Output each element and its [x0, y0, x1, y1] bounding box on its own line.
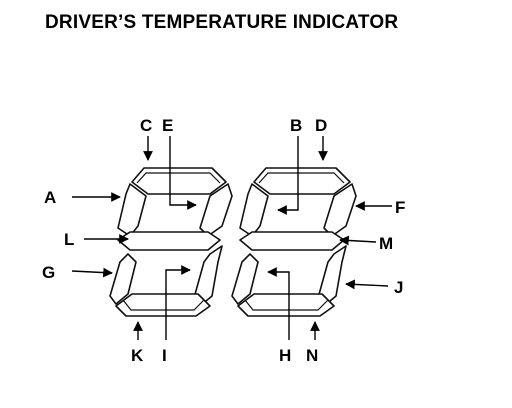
label-l: L: [64, 230, 74, 249]
callout-labels: A L G C E K I B D F M J H N: [42, 116, 405, 365]
right-digit-lower-left-segment: [231, 253, 259, 305]
label-a: A: [44, 188, 56, 207]
left-digit-middle-segment: [117, 231, 221, 251]
label-g: G: [42, 263, 55, 282]
label-b: B: [290, 116, 302, 135]
left-digit-lower-left-segment: [109, 253, 137, 305]
leader-lines: [71, 136, 392, 340]
left-digit-top-segment: [131, 167, 227, 195]
leader-h: [267, 267, 290, 340]
leader-g: [71, 267, 113, 278]
right-digit-top-segment: [253, 167, 351, 195]
right-digit-bottom-segment: [237, 293, 335, 317]
left-digit-bottom-segment: [115, 293, 211, 317]
leader-b: [277, 136, 299, 215]
right-digit: [231, 167, 357, 317]
label-d: D: [315, 116, 327, 135]
leader-m: [339, 235, 377, 246]
label-m: M: [379, 234, 393, 253]
label-e: E: [162, 116, 173, 135]
diagram-title: DRIVER’S TEMPERATURE INDICATOR: [45, 12, 399, 33]
leader-j: [345, 279, 389, 290]
label-k: K: [131, 346, 144, 365]
leader-i: [165, 265, 191, 340]
label-f: F: [395, 198, 405, 217]
leader-e: [169, 136, 197, 210]
label-j: J: [394, 278, 403, 297]
label-h: H: [279, 346, 291, 365]
right-digit-middle-segment: [239, 231, 345, 251]
label-c: C: [140, 116, 152, 135]
left-digit: [109, 167, 233, 317]
right-digit-upper-left-segment: [239, 183, 269, 237]
left-digit-upper-left-segment: [117, 183, 147, 237]
label-i: I: [162, 346, 167, 365]
label-n: N: [306, 346, 318, 365]
